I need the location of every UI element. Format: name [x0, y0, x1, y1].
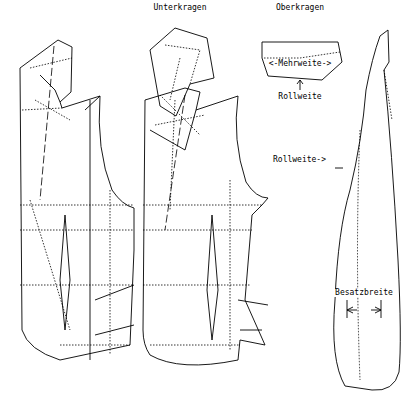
pattern-note: <-Mehrweite-> — [268, 60, 333, 68]
pattern-note: Rollweite-> — [272, 156, 327, 164]
upper-collar-piece — [262, 42, 342, 90]
undercollar-piece — [150, 28, 214, 116]
front-piece — [20, 40, 134, 360]
facing-piece — [334, 30, 401, 390]
pattern-note: Rollweite — [277, 93, 322, 101]
piece-title: Unterkragen — [153, 4, 208, 12]
front-piece — [143, 88, 268, 365]
piece-title: Oberkragen — [275, 4, 325, 12]
pattern-note: Besatzbreite — [334, 289, 394, 297]
